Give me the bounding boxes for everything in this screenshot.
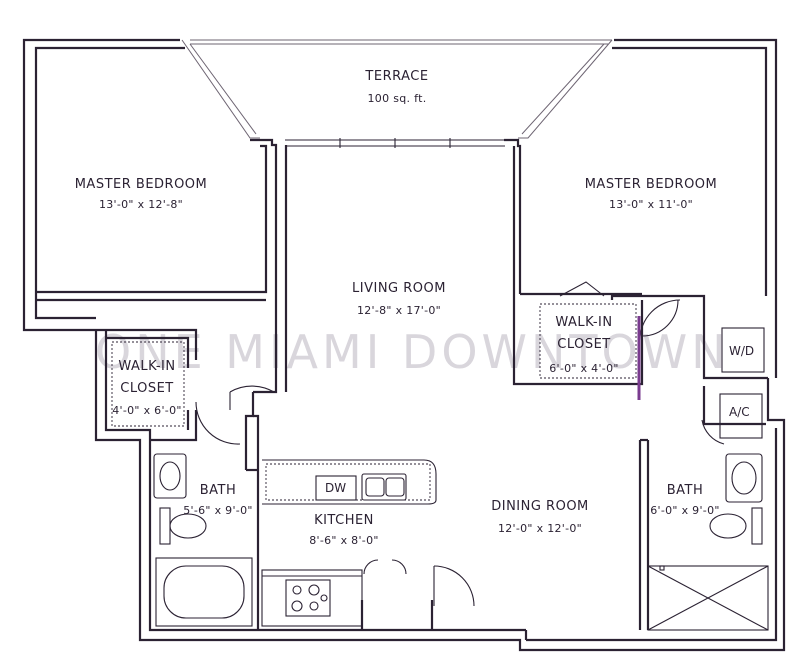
dining-room-size: 12'-0" x 12'-0" <box>498 522 582 535</box>
master-bedroom-right-size: 13'-0" x 11'-0" <box>609 198 693 211</box>
air-conditioner-label: A/C <box>729 405 750 419</box>
washer-dryer-box <box>721 327 765 373</box>
closet-left-size: 4'-0" x 6'-0" <box>112 404 182 417</box>
watermark-text: ONE MIAMI DOWNTOWN <box>95 325 730 379</box>
air-conditioner-box <box>719 393 763 439</box>
closet-left-line1: WALK-IN <box>118 359 175 374</box>
kitchen-size: 8'-6" x 8'-0" <box>309 534 379 547</box>
terrace-size: 100 sq. ft. <box>368 92 427 105</box>
kitchen-name: KITCHEN <box>314 513 374 528</box>
bath-right-size: 6'-0" x 9'-0" <box>650 504 720 517</box>
master-bedroom-left-size: 13'-0" x 12'-8" <box>99 198 183 211</box>
dining-room-name: DINING ROOM <box>491 499 589 514</box>
left-bath-fixtures <box>153 453 253 627</box>
dishwasher-box <box>315 475 357 501</box>
washer-dryer-label: W/D <box>729 344 754 358</box>
kitchen-sink <box>361 473 407 501</box>
terrace-name: TERRACE <box>364 69 428 84</box>
closet-left-shelf <box>111 341 185 427</box>
terrace-railing <box>181 39 613 148</box>
bath-left-name: BATH <box>200 483 237 498</box>
closet-right-shelf <box>539 303 637 379</box>
closet-left-line2: CLOSET <box>120 381 174 396</box>
living-room-name: LIVING ROOM <box>352 281 446 296</box>
closet-right-line1: WALK-IN <box>555 315 612 330</box>
exterior-walls <box>22 38 786 652</box>
closet-right-size: 6'-0" x 4'-0" <box>549 362 619 375</box>
bath-right-name: BATH <box>667 483 704 498</box>
right-bath-fixtures <box>647 453 769 631</box>
dishwasher-label: DW <box>325 481 346 495</box>
closet-right-line2: CLOSET <box>557 337 611 352</box>
living-room-size: 12'-8" x 17'-0" <box>357 304 441 317</box>
door-swings <box>195 281 725 607</box>
master-bedroom-right-name: MASTER BEDROOM <box>585 177 718 192</box>
stove-icon <box>285 579 331 617</box>
bath-left-size: 5'-6" x 9'-0" <box>183 504 253 517</box>
master-bedroom-left-name: MASTER BEDROOM <box>75 177 208 192</box>
